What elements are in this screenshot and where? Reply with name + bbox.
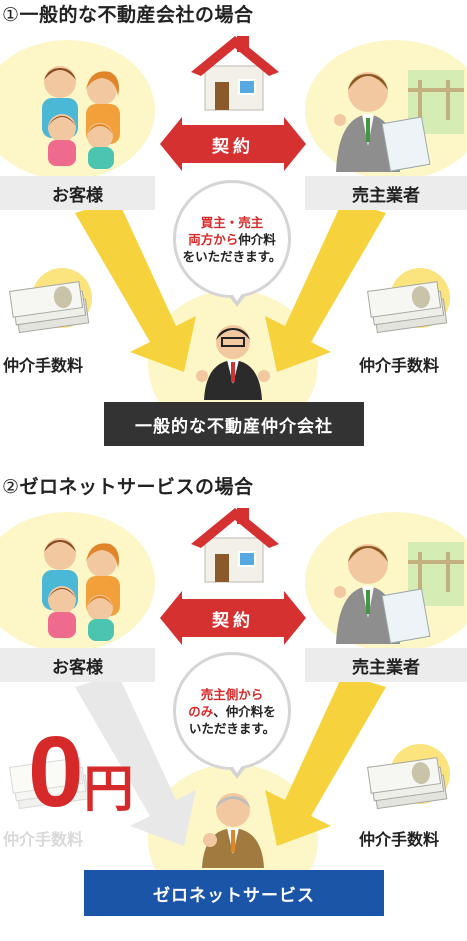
section1-heading: ①一般的な不動産会社の場合	[2, 4, 254, 26]
money-stack-icon	[9, 268, 92, 334]
right-fee-label: 仲介手数料	[359, 356, 440, 375]
seller-label-bar: 売主業者	[305, 176, 467, 210]
family-icon	[42, 538, 120, 641]
agent-man-icon	[196, 325, 270, 400]
house-icon	[191, 36, 279, 111]
contract-arrow: 契約	[160, 591, 306, 645]
zeronet-service-box: ゼロネットサービス	[84, 870, 384, 916]
money-stack-icon	[367, 268, 450, 334]
customer-label-bar: お客様	[0, 176, 155, 210]
arrows-zeronet	[75, 674, 386, 846]
arrow-customer-to-agent	[75, 200, 386, 372]
left-fee-label: 仲介手数料	[3, 830, 84, 849]
fee-explanation-bubble: 買主・売主 両方から仲介料 をいただきます。	[173, 180, 291, 307]
money-stack-icon	[9, 757, 90, 810]
house-icon	[191, 508, 279, 583]
seller-man-icon	[334, 70, 464, 172]
money-stack-icon	[367, 744, 450, 810]
section-zeronet: ②ゼロネットサービスの場合 契約 お客様	[0, 472, 467, 941]
section2-heading: ②ゼロネットサービスの場合	[2, 476, 254, 498]
right-fee-label: 仲介手数料	[359, 830, 440, 849]
family-icon	[42, 66, 120, 169]
contract-arrow: 契約	[160, 117, 306, 171]
general-agency-box: 一般的な不動産仲介会社	[104, 402, 364, 446]
section-general-agency: ①一般的な不動産会社の場合 契約	[0, 0, 467, 470]
zero-yen-amount: 0円	[28, 716, 134, 828]
seller-label-bar: 売主業者	[305, 648, 467, 682]
customer-label-bar: お客様	[0, 648, 155, 682]
fee-explanation-bubble: 売主側から のみ、仲介料を いただきます。	[173, 652, 291, 779]
seller-man-icon	[334, 542, 464, 644]
left-fee-label: 仲介手数料	[3, 356, 84, 375]
zeronet-agent-icon	[202, 793, 264, 868]
